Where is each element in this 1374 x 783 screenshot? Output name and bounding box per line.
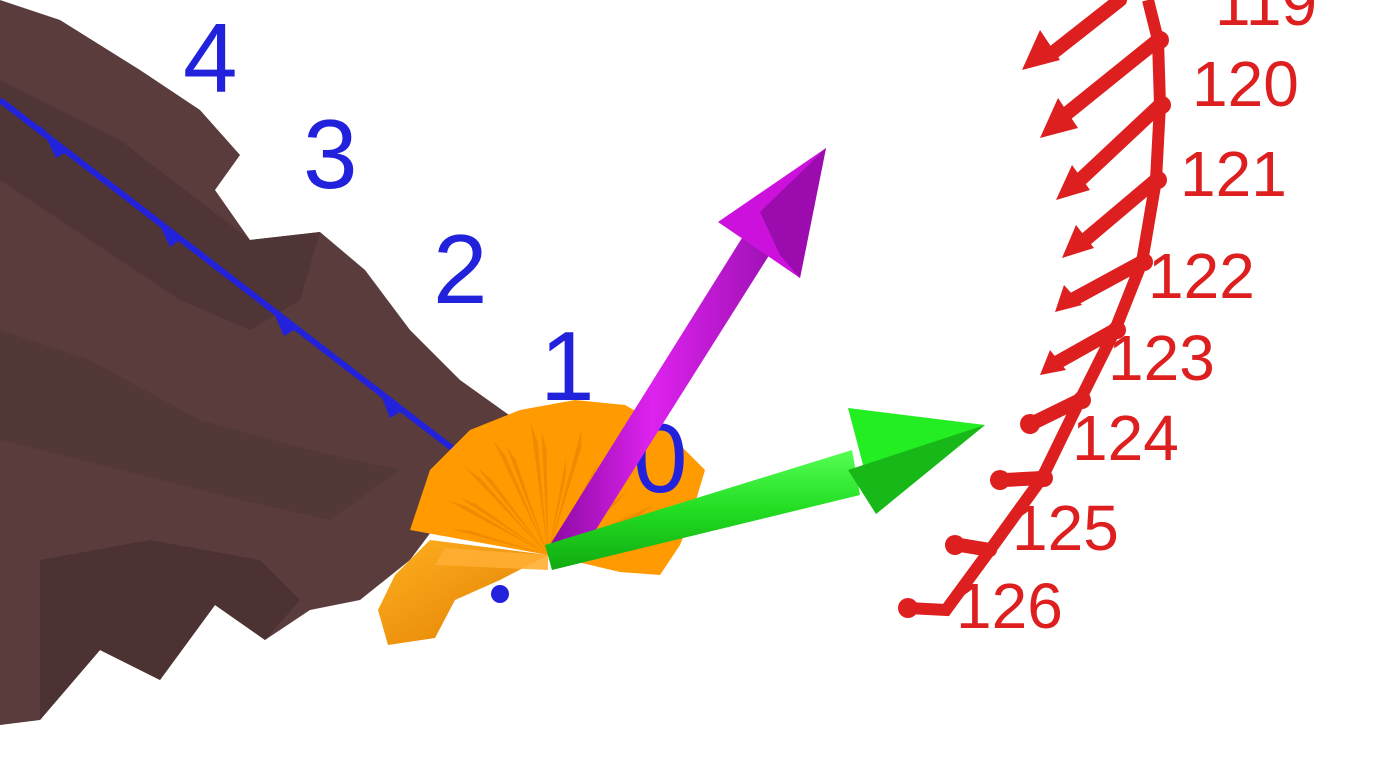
orange-fan-ray [447,500,548,555]
red-arrow-head [1040,350,1066,375]
orange-fan-ray [477,468,548,555]
red-path-node [1073,391,1091,409]
orange-fan-ray [470,495,548,555]
red-arrow-head [1040,98,1078,138]
blue-path [0,97,509,603]
blue-label: 3 [303,99,358,209]
orange-fan-ray [548,448,561,555]
orange-fan-ray [530,423,548,555]
orange-fan-ray [548,440,589,555]
red-path-node [1020,414,1040,434]
green-arrow-shaft [545,450,860,570]
orange-fan-ray [451,529,548,555]
surface-mesh-facet [0,330,400,520]
surface-mesh [0,0,560,725]
orange-fan-ray [548,439,555,555]
magenta-arrow-head-shade [760,148,826,278]
orange-fan-ray [516,450,548,555]
blue-path-chevron [270,305,294,336]
orange-fan-ray [548,458,566,555]
orange-fan-ray [459,497,548,555]
blue-path-line [0,97,472,465]
orange-fan-inner [435,548,548,570]
red-labels: 119 120 121 122 123 124 125 126 [956,0,1317,642]
red-path-node [1108,321,1126,339]
red-label: 122 [1148,240,1255,312]
red-label: 123 [1108,322,1215,394]
orange-fan-ray [493,440,548,555]
red-path-node [1149,171,1167,189]
red-arrow-shaft [1028,393,1087,429]
red-arrow-head [1055,285,1082,312]
red-arrow-shaft [1051,323,1122,369]
red-label: 121 [1180,138,1287,210]
orange-fan-ray [505,444,548,555]
blue-path-node [491,585,509,603]
red-arrow-head [1056,165,1090,200]
orange-fan-ray [527,456,548,555]
red-arrow-shaft [953,538,997,557]
red-label: 124 [1072,402,1179,474]
blue-label: 2 [433,214,488,324]
blue-path-chevron [155,215,180,247]
red-arrow-shaft [1065,255,1149,307]
orange-fan-ray [435,505,548,555]
red-label: 126 [956,570,1063,642]
red-label: 125 [1012,492,1119,564]
red-arrow-shaft [1043,0,1127,62]
red-path-node [1135,253,1153,271]
magenta-axis-arrow [548,148,826,558]
red-path-node [945,535,965,555]
red-arrow-shaft [1073,98,1167,187]
blue-path-chevron [378,388,400,418]
green-axis-arrow [545,408,985,570]
orange-fan-ray [489,469,548,555]
green-arrow-head-shade [848,425,985,514]
surface-mesh-facet [40,540,300,720]
surface-mesh-facet [0,80,320,330]
orange-fan-ray [548,429,582,555]
magenta-arrow-shaft [548,222,780,558]
orange-fan-ray [452,468,548,555]
orange-fan-ray [548,451,594,555]
blue-path-chevron [40,125,66,158]
orange-fan-ray [465,467,548,555]
red-path-node [990,470,1010,490]
red-label: 120 [1192,48,1299,120]
red-arrow-head [1062,225,1094,258]
red-arrow-heads [898,30,1171,618]
orange-fan-ray [424,511,548,555]
red-arrow-shaft [1058,33,1165,122]
red-path-node [898,598,918,618]
red-arrow-head [1022,30,1060,70]
red-path-node [1151,31,1169,49]
red-arrow-shaft [1078,173,1163,247]
red-path-node [1035,469,1053,487]
blue-label: 4 [183,3,238,113]
red-label: 119 [1215,0,1317,39]
orange-fan-ray [500,472,548,555]
orange-fan-ray [541,431,548,555]
red-path-node [1153,96,1171,114]
